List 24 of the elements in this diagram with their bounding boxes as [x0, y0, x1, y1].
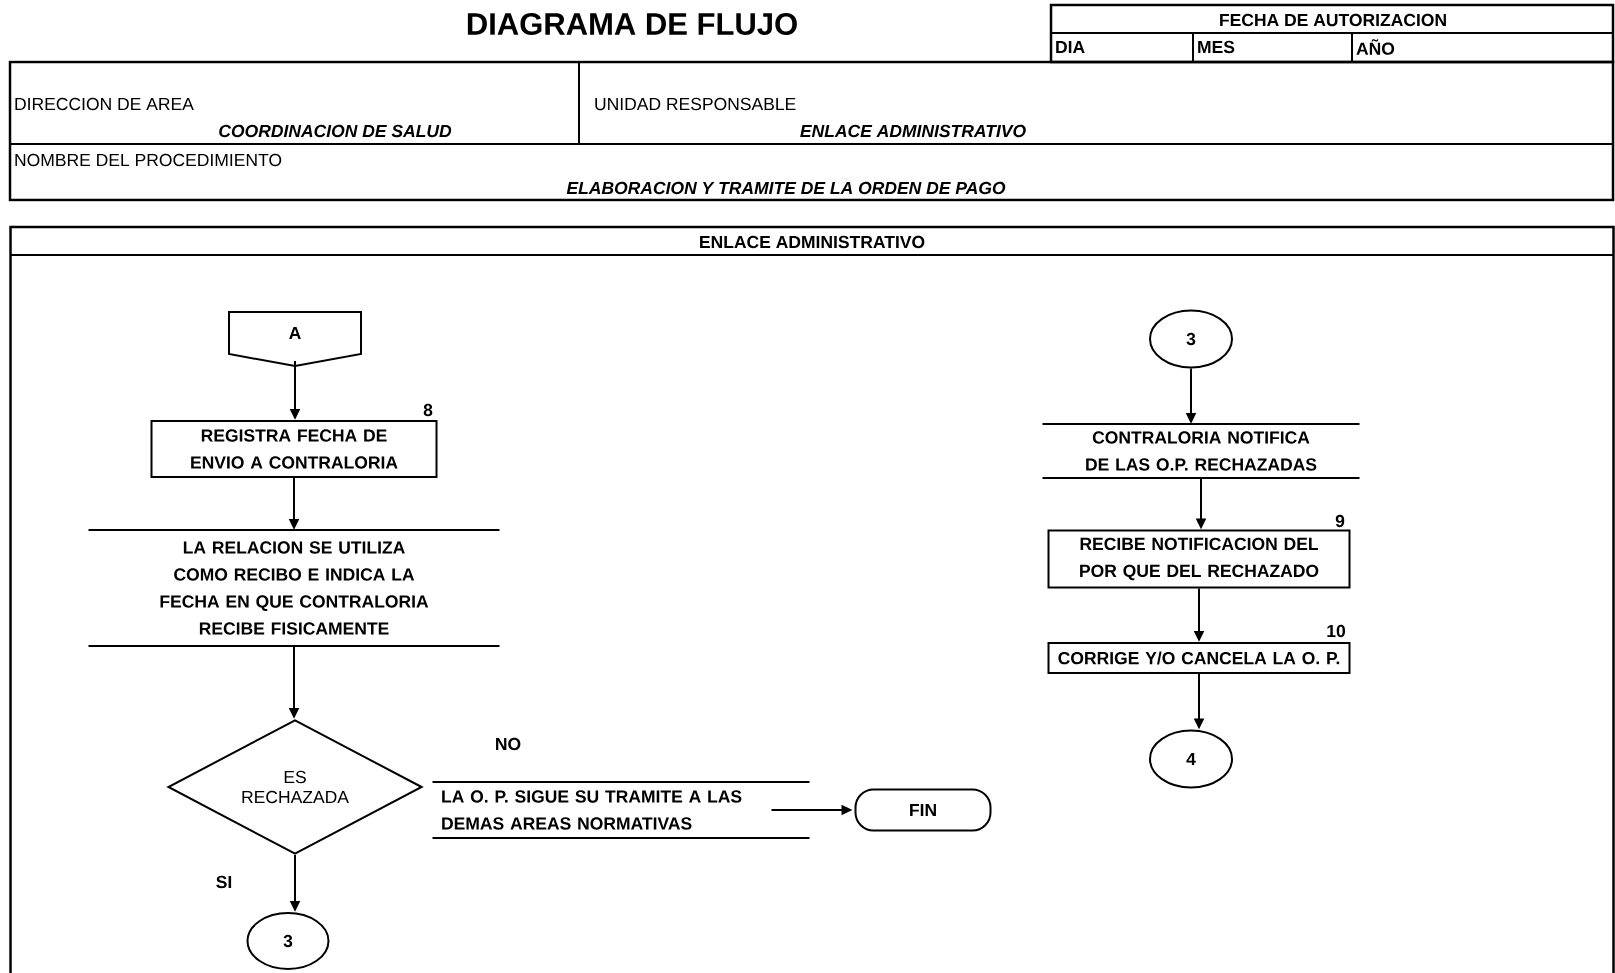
branch-label: NO	[496, 737, 521, 751]
field-label: UNIDAD RESPONSABLE	[595, 97, 796, 111]
terminator: FIN	[854, 788, 992, 832]
step-number: 10	[1327, 624, 1345, 638]
field-value: ELABORACION Y TRAMITE DE LA ORDEN DE PAGO	[566, 181, 1006, 195]
edge-label: SI	[214, 874, 234, 890]
header-label: DIA	[1056, 40, 1085, 53]
field-value: COORDINACION DE SALUD	[219, 124, 452, 138]
header-label: FECHA DE AUTORIZACION	[1220, 13, 1446, 27]
process-box: CORRIGE Y/O CANCELA LA O. P.	[1047, 642, 1351, 674]
field-value: ENLACE ADMINISTRATIVO	[800, 124, 1026, 138]
header-label: AÑO	[1356, 39, 1395, 55]
field-label: NOMBRE DEL PROCEDIMIENTO	[15, 153, 282, 167]
process-box: RECIBE NOTIFICACION DEL POR QUE DEL RECHAZADO	[1047, 529, 1351, 589]
offpage-connector: A	[228, 311, 362, 367]
process-box: REGISTRA FECHA DE ENVIO A CONTRALORIA	[150, 420, 438, 478]
step-number: 9	[1335, 514, 1345, 528]
annotation-text: LA RELACION SE UTILIZA COMO RECIBO E INDICA LA FECHA EN QUE CONTRALORIA RECIBE FISICAMENTE	[87, 529, 501, 647]
annotation-text: LA O. P. SIGUE SU TRAMITE A LAS DEMAS AREAS NORMATIVAS	[431, 781, 811, 839]
header-label: MES	[1198, 40, 1235, 54]
field-label: DIRECCION DE AREA	[15, 97, 194, 111]
annotation-text: CONTRALORIA NOTIFICA DE LAS O.P. RECHAZADAS	[1041, 423, 1361, 479]
title: DIAGRAMA DE FLUJO	[467, 13, 797, 35]
step-number: 8	[423, 403, 433, 417]
